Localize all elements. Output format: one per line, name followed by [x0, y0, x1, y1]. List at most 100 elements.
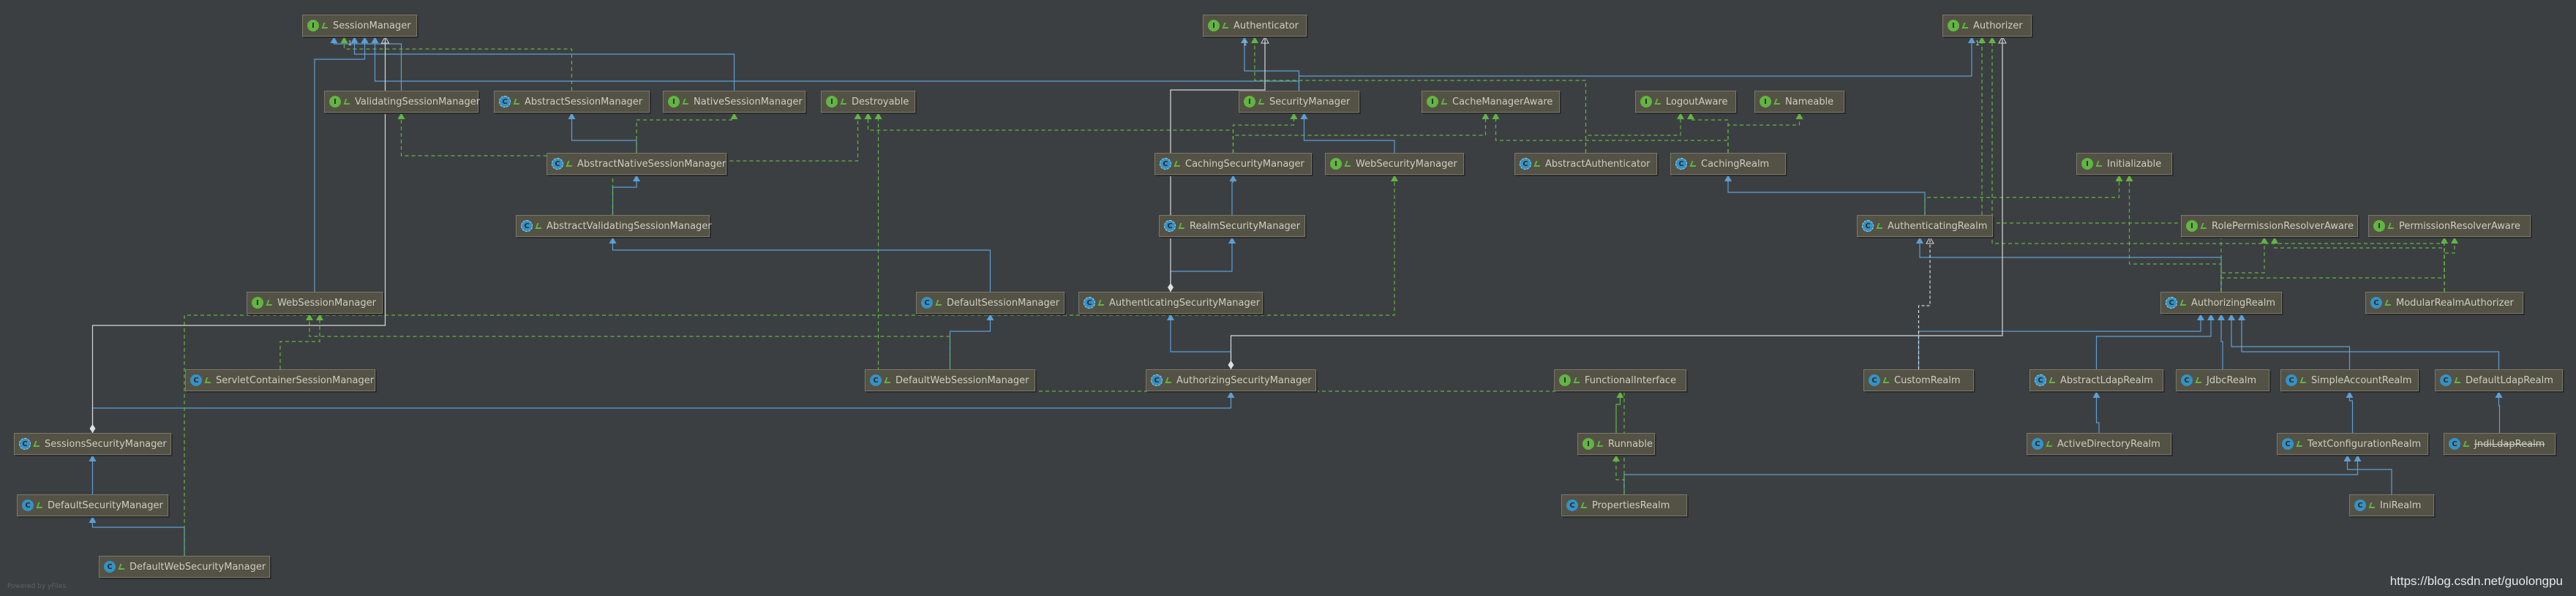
public-visibility-icon: [2387, 223, 2396, 229]
public-visibility-icon: [2384, 300, 2393, 306]
class-node-label: ServletContainerSessionManager: [216, 374, 375, 386]
edge-arrowhead: [2451, 237, 2458, 244]
public-visibility-icon: [1689, 161, 1698, 167]
interface-icon: I: [1244, 96, 1255, 107]
public-visibility-icon: [1580, 502, 1589, 508]
edge-implements: [2444, 237, 2455, 292]
interface-icon: I: [252, 297, 263, 309]
edge-arrowhead: [2218, 314, 2225, 320]
edge-arrowhead: [1241, 37, 1248, 43]
abstract-class-icon: C: [1862, 220, 1874, 232]
class-icon: C: [2181, 374, 2193, 386]
edge-extends: [1919, 237, 2222, 292]
class-node-label: SessionsSecurityManager: [45, 438, 167, 450]
class-node-label: AbstractLdapRealm: [2060, 374, 2153, 386]
edge-arrowhead: [330, 37, 338, 43]
public-visibility-icon: [935, 300, 944, 306]
class-node-initializable[interactable]: I Initializable: [2076, 153, 2172, 175]
edge-arrowhead: [1989, 37, 1996, 43]
multiplicity-label: 1: [1975, 40, 1980, 48]
interface-icon: I: [1559, 374, 1571, 386]
edge-arrowhead: [89, 516, 97, 523]
interface-icon: I: [2373, 220, 2385, 232]
public-visibility-icon: [884, 377, 893, 383]
edge-extends: [612, 175, 637, 215]
public-visibility-icon: [2299, 377, 2308, 383]
class-node-label: Authorizer: [1973, 20, 2023, 31]
class-node-label: Initializable: [2107, 158, 2162, 170]
edge-arrowhead: [1228, 237, 1236, 244]
public-visibility-icon: [1165, 377, 1174, 383]
edge-arrowhead: [874, 113, 882, 119]
class-node-label: NativeSessionManager: [694, 96, 803, 107]
class-icon: C: [104, 561, 116, 573]
interface-icon: I: [826, 96, 838, 107]
edge-arrowhead: [2092, 391, 2100, 398]
edge-implements: [1232, 113, 1487, 153]
edge-implements: [1495, 113, 1729, 153]
interface-icon: I: [2081, 158, 2093, 170]
aggregation-diamond: [1228, 361, 1234, 369]
public-visibility-icon: [1596, 441, 1605, 447]
edge-arrowhead: [2343, 455, 2351, 461]
class-node-label: DefaultSecurityManager: [48, 499, 163, 511]
abstract-class-icon: C: [1084, 297, 1095, 309]
edge-arrowhead: [380, 35, 390, 44]
edge-arrowhead: [1916, 237, 1923, 244]
public-visibility-icon: [2296, 441, 2305, 447]
edge-arrowhead: [1926, 235, 1934, 244]
multiplicity-label: 1: [1243, 40, 1247, 48]
edge-implements: [1254, 37, 1587, 153]
abstract-class-icon: C: [1160, 158, 1171, 170]
edge-implements: [2274, 237, 2445, 292]
class-node-label: AuthorizingRealm: [2191, 297, 2275, 309]
edge-extends: [1298, 37, 1972, 91]
aggregation-diamond: [1168, 283, 1174, 292]
